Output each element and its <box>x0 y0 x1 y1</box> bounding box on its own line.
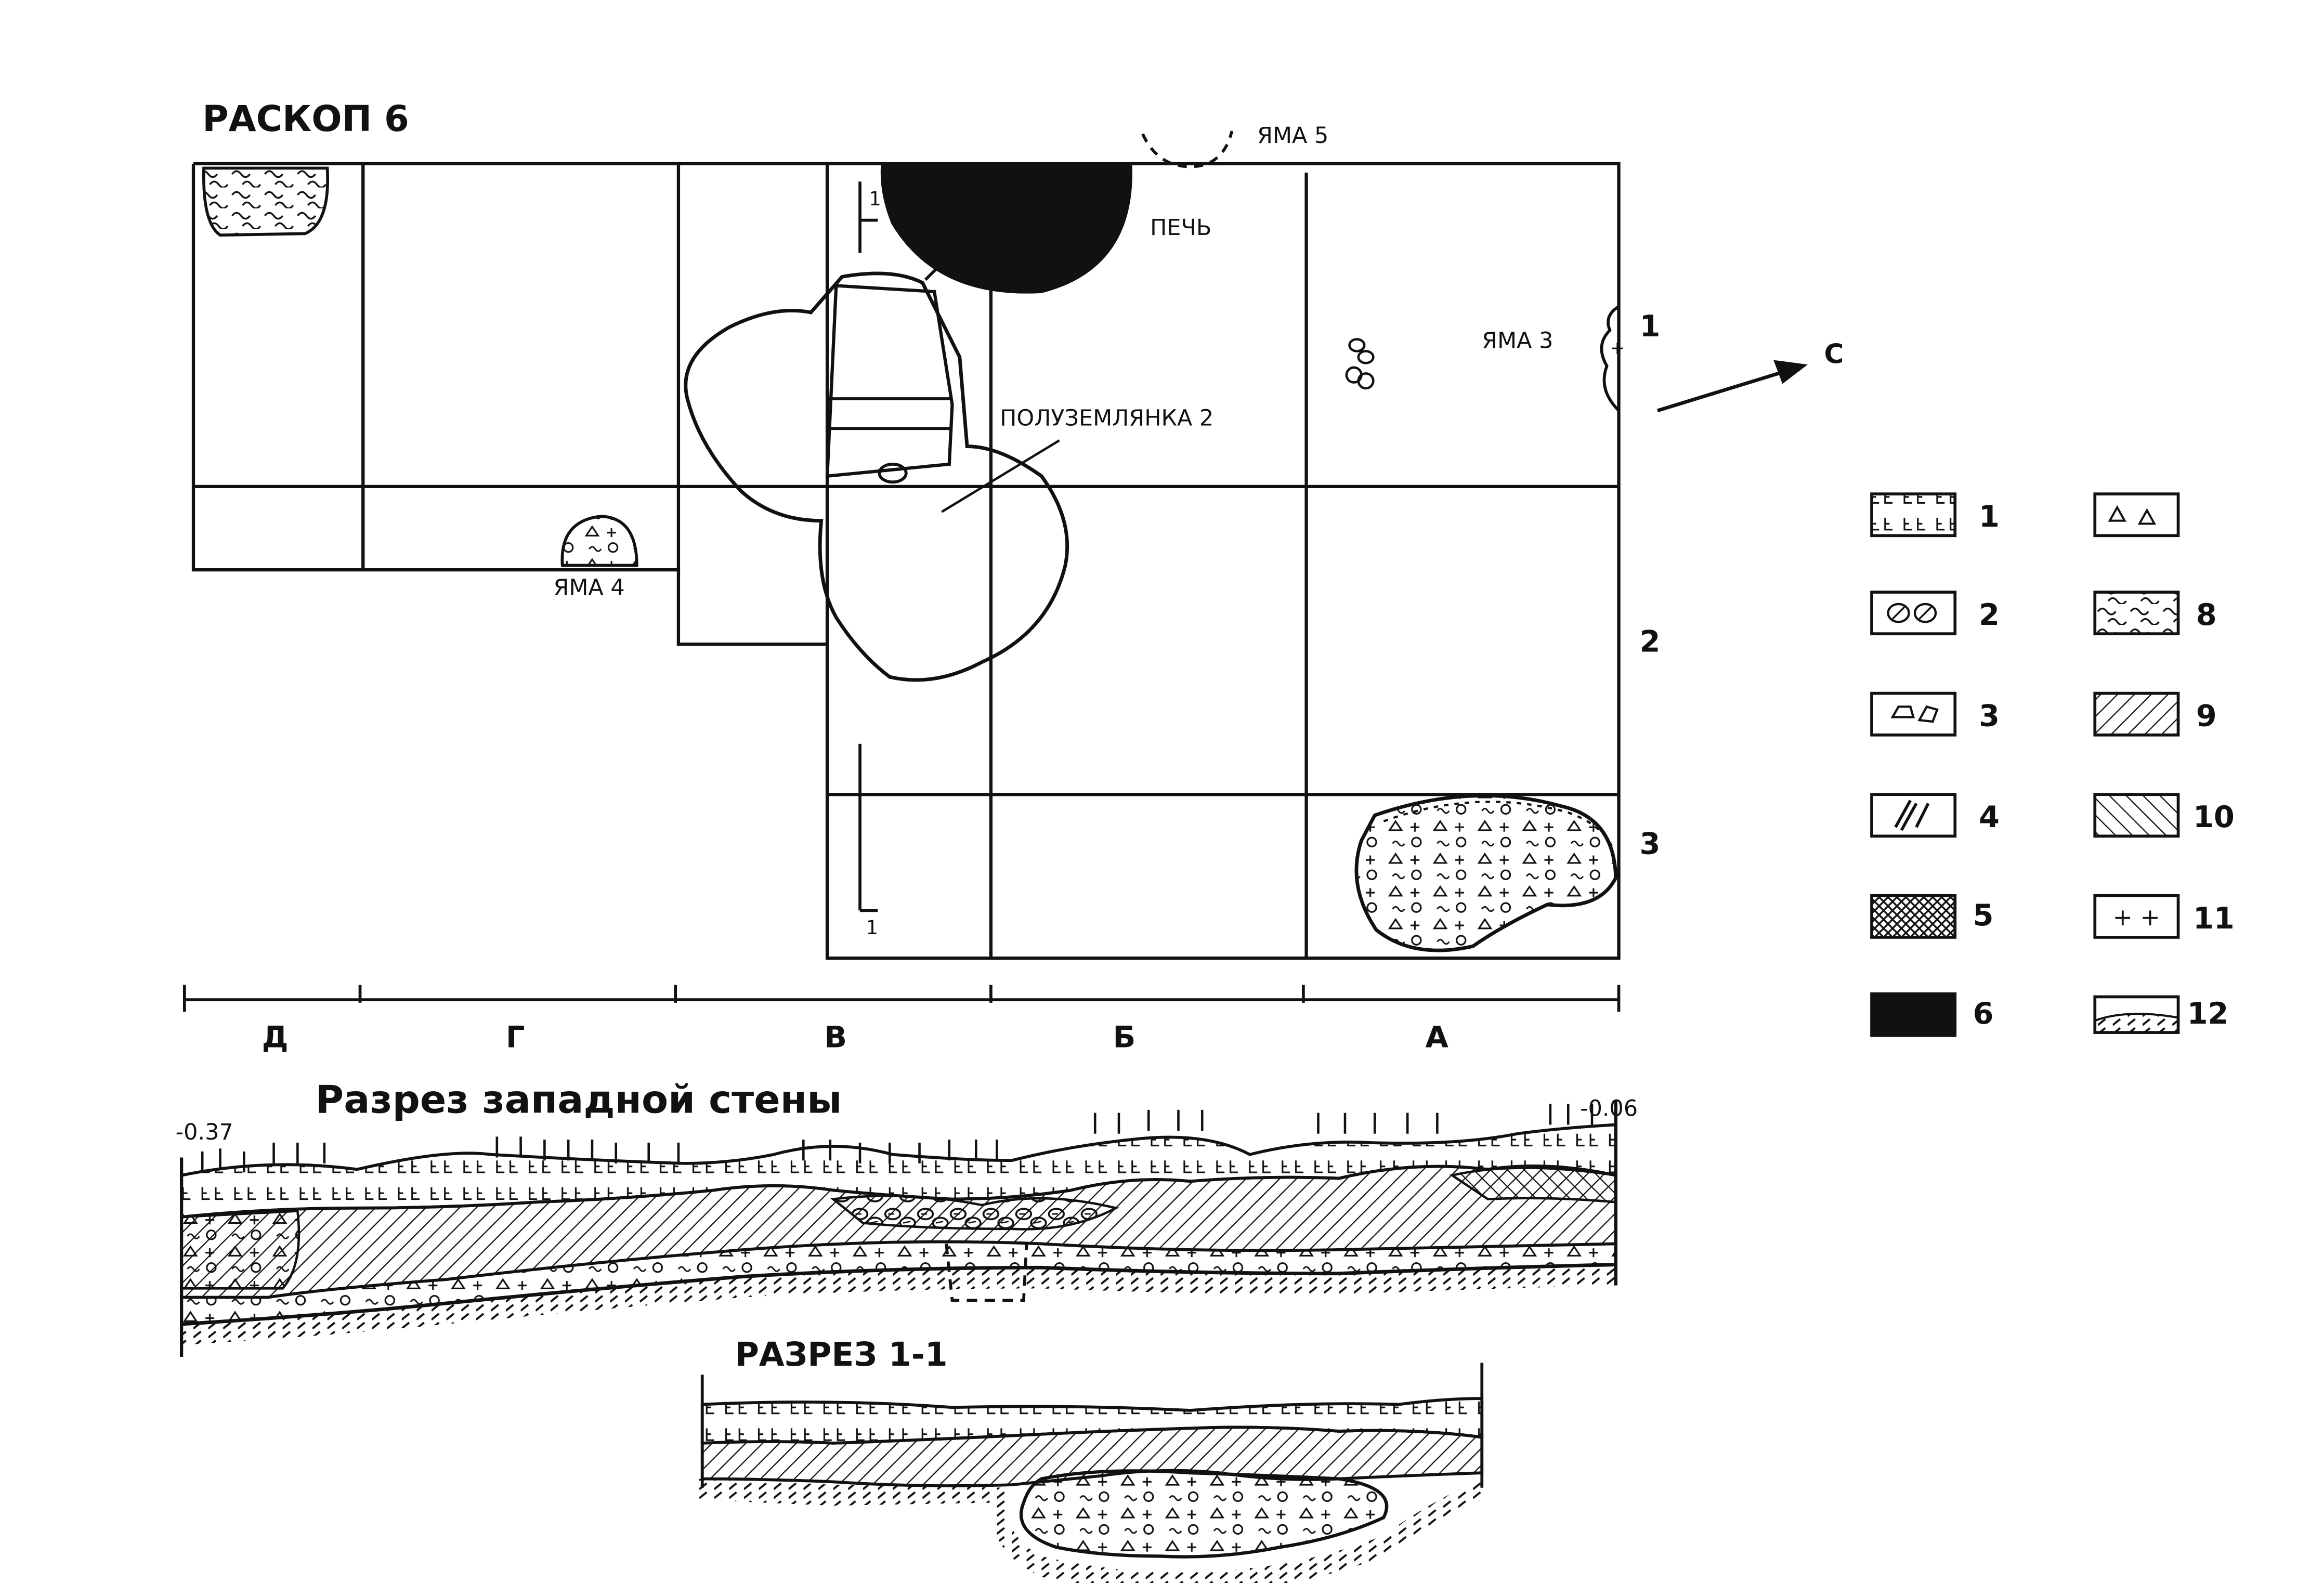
dugout-connector <box>924 267 938 281</box>
north-arrow <box>1656 360 1808 413</box>
section-mark-bottom: 1 <box>866 916 879 939</box>
legend-item-5: 5 <box>1870 894 1994 939</box>
section-mark-top: 1 <box>869 187 881 210</box>
legend-label-10: 10 <box>2193 800 2235 834</box>
legend-label-6: 6 <box>1973 997 1994 1031</box>
legend-item-6: 6 <box>1870 992 1994 1037</box>
pit-a3-outline <box>1354 794 1618 952</box>
dugout-leader-line <box>941 439 1060 513</box>
legend-label-2: 2 <box>1979 598 2000 632</box>
west-section-title: Разрез западной стены <box>316 1077 842 1122</box>
legend-label-3: 3 <box>1979 699 2000 734</box>
pit-3-label: ЯМА 3 <box>1482 328 1553 354</box>
oven-label: ПЕЧЬ <box>1150 215 1211 241</box>
row-label-2: 2 <box>1640 624 1661 659</box>
legend-item-4: 4 <box>1870 793 2000 838</box>
pit-5-outline <box>1141 130 1234 168</box>
section-1-1-title: РАЗРЕЗ 1-1 <box>735 1336 948 1373</box>
section-line-marker <box>858 181 878 912</box>
legend-item-11: + + 11 <box>2093 894 2235 939</box>
subsoil-ticks <box>181 1264 1616 1345</box>
col-label-b: Б <box>1113 1021 1136 1055</box>
excavation-plan: РАСКОП 6 ЯМА 5 ПЕЧЬ ПОЛУЗЕМЛЯНКА 2 <box>182 98 1844 1055</box>
legend-label-1: 1 <box>1979 500 2000 534</box>
west-wall-section: Разрез западной стены -0.37 -0.06 <box>176 1077 1638 1357</box>
legend-label-8: 8 <box>2196 598 2217 632</box>
plan-outline <box>191 162 1621 960</box>
legend-item-12: 12 <box>2093 995 2229 1034</box>
dugout-post <box>878 463 908 484</box>
elevation-left: -0.37 <box>176 1119 233 1145</box>
legend-item-2: 2 <box>1870 591 2000 636</box>
legend-item-8: 8 <box>2093 591 2217 636</box>
row-label-1: 1 <box>1640 309 1661 344</box>
legend-label-12: 12 <box>2187 997 2229 1031</box>
elevation-right: -0.06 <box>1580 1095 1638 1121</box>
legend-label-4: 4 <box>1979 800 2000 834</box>
legend-item-9: 9 <box>2093 691 2217 737</box>
row-label-3: 3 <box>1640 827 1661 861</box>
legend-item-10: 10 <box>2093 793 2235 838</box>
pit-3-fill-mark: + <box>1610 338 1625 359</box>
dugout-outline <box>684 271 1069 682</box>
grid-lines <box>191 162 1621 960</box>
layer-stones <box>830 1194 1119 1231</box>
dugout-inner <box>825 284 954 478</box>
legend-label-11: 11 <box>2193 901 2235 936</box>
legend-label-9: 9 <box>2196 699 2217 734</box>
pit-4-outline <box>560 515 638 567</box>
legend-item-1: 1 <box>1870 492 2000 538</box>
s11-pit <box>1020 1469 1389 1559</box>
layer-cut-fill <box>180 1210 301 1290</box>
plan-title: РАСКОП 6 <box>202 98 409 140</box>
pit-5-label: ЯМА 5 <box>1257 123 1328 149</box>
pit-3-outline <box>1600 304 1621 414</box>
legend-11-symbol: + + <box>2113 904 2160 931</box>
pit-4-label: ЯМА 4 <box>554 575 625 601</box>
legend-item-7 <box>2093 492 2180 538</box>
pit-corner <box>202 166 329 237</box>
col-label-d: Д <box>262 1021 289 1055</box>
legend-label-5: 5 <box>1973 898 1994 933</box>
col-label-a: А <box>1426 1021 1448 1055</box>
col-label-v: В <box>824 1021 847 1055</box>
dugout-label: ПОЛУЗЕМЛЯНКА 2 <box>1000 405 1213 431</box>
oven-stones <box>905 174 1108 273</box>
s11-subsoil <box>699 1479 1482 1583</box>
legend-item-3: 3 <box>1870 691 2000 737</box>
col-label-g: Г <box>506 1021 525 1055</box>
section-1-1: РАЗРЕЗ 1-1 <box>699 1336 1484 1583</box>
column-ruler <box>182 985 1621 1012</box>
legend: 1 2 8 3 9 4 <box>1870 492 2235 1037</box>
pit-dashed <box>945 1244 1028 1302</box>
pit-a3-rim <box>1383 801 1614 849</box>
stones-cluster <box>1345 338 1375 390</box>
north-label: С <box>1824 338 1844 370</box>
s11-hatch <box>700 1425 1484 1487</box>
